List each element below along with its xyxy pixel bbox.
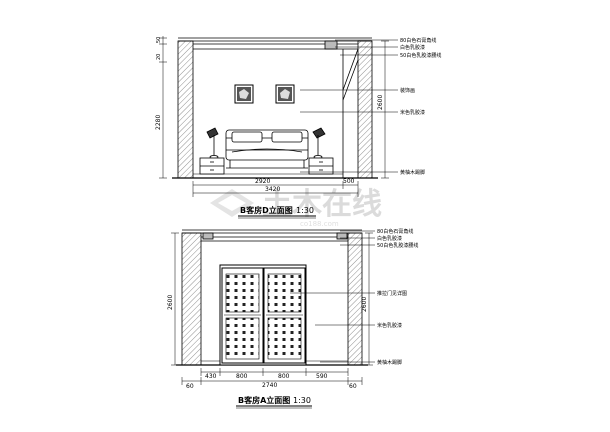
dim-left-height-a: 2600	[167, 295, 174, 310]
label-a-4: 推拉门见详图	[377, 290, 407, 297]
label-a-1: 80白色石膏角线	[377, 228, 413, 235]
dim-seg-4: 590	[316, 373, 328, 380]
title-d: B客房D立面图	[240, 205, 293, 215]
bed	[225, 129, 309, 169]
watermark-domain: co188.com	[300, 220, 339, 228]
label-d-6: 黄柚木踢脚	[400, 169, 425, 176]
dim-seg-total: 2740	[262, 382, 277, 389]
dim-width-main: 2920	[255, 178, 270, 185]
dim-seg-1: 430	[205, 373, 217, 380]
nightstand-right	[308, 157, 334, 175]
label-a-3: 50白色乳胶漆腰线	[377, 242, 418, 249]
door-panel-left	[224, 273, 261, 360]
dim-bottom-d	[192, 181, 359, 197]
elevation-a: 2600 2600 430 800 800 590 60 2740 60	[167, 228, 418, 409]
ceiling-cornice	[178, 37, 372, 50]
wall-left-a	[181, 232, 202, 366]
dim-width-total: 3420	[265, 186, 280, 193]
dim-bottom-a	[181, 368, 363, 385]
label-a-6: 黄柚木踢脚	[377, 359, 402, 366]
dim-left-top: 50	[156, 37, 162, 43]
label-d-1: 80白色石膏角线	[400, 37, 436, 44]
label-d-3: 50白色乳胶漆腰线	[400, 52, 441, 59]
dim-right-height-a: 2600	[361, 297, 368, 312]
leaders-d	[300, 39, 398, 173]
dim-seg-2: 800	[236, 373, 248, 380]
dim-seg-a: 60	[186, 383, 194, 390]
dim-left-mid: 20	[156, 54, 162, 60]
label-a-2: 白色乳胶漆	[377, 235, 402, 242]
ceiling-cornice-a	[182, 229, 362, 242]
dim-right-d	[381, 40, 389, 179]
dim-left-d	[159, 36, 167, 179]
scale-a: 1:30	[293, 396, 311, 405]
leaders-a	[290, 230, 375, 363]
dim-seg-3: 800	[278, 373, 290, 380]
dim-left-height: 2280	[155, 115, 162, 130]
painting-left	[234, 84, 254, 104]
label-a-5: 米色乳胶漆	[377, 322, 402, 329]
dim-seg-b: 60	[349, 383, 357, 390]
lamp-right	[312, 127, 326, 159]
label-d-5: 米色乳胶漆	[400, 109, 425, 116]
dim-right-a	[365, 232, 373, 366]
window-splay	[342, 48, 359, 178]
dim-left-a	[171, 232, 179, 366]
wall-right-a	[347, 232, 363, 366]
label-d-2: 白色乳胶漆	[400, 44, 425, 51]
title-a: B客房A立面图	[238, 395, 290, 405]
nightstand-left	[199, 157, 225, 175]
watermark-logo-icon	[210, 189, 254, 217]
lamp-left	[206, 127, 219, 159]
door-panel-right	[266, 273, 303, 360]
painting-right	[275, 84, 295, 104]
scale-d: 1:30	[296, 206, 314, 215]
wall-left-hatch	[177, 40, 194, 179]
elevation-d: 50 20 2280 2600 2920 500 3420	[155, 36, 441, 219]
wall-right-hatch	[357, 40, 373, 179]
label-d-4: 装饰画	[400, 87, 415, 94]
dim-width-side: 500	[343, 178, 355, 185]
dim-right-height-d: 2600	[377, 95, 384, 110]
